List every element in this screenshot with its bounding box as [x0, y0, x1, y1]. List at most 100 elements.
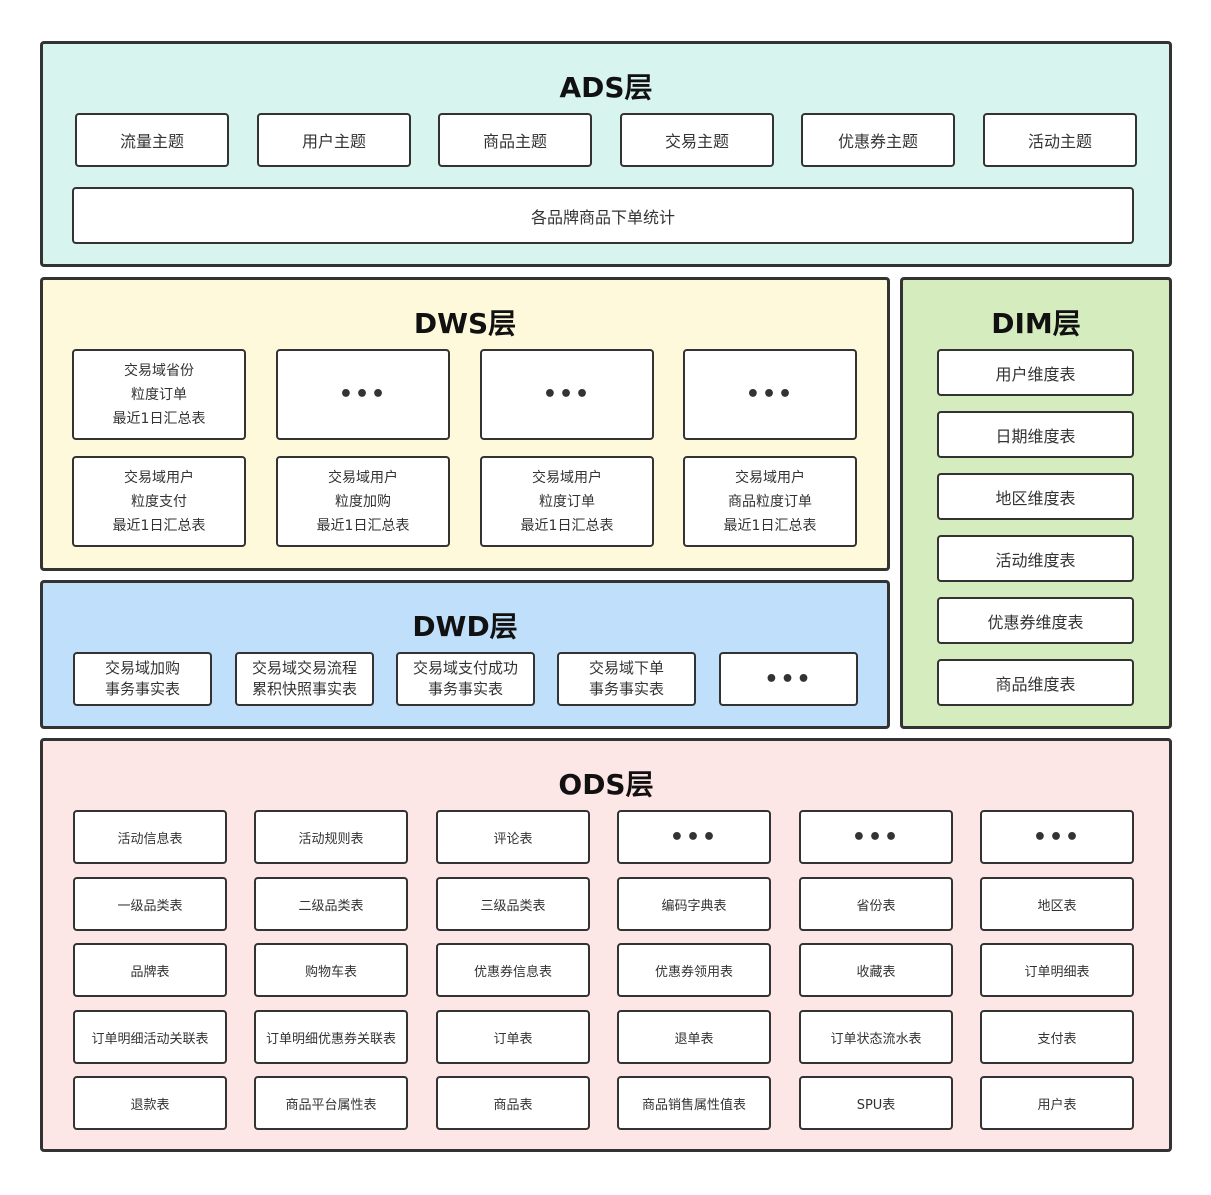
box-label: 交易域用户 — [328, 469, 398, 486]
dws-table-box: 交易域省份粒度订单最近1日汇总表 — [72, 349, 246, 440]
ods-table-box: 编码字典表 — [617, 877, 771, 931]
ods-table-box: 评论表 — [436, 810, 590, 864]
box-label: 地区表 — [1037, 898, 1077, 914]
box-label: 支付表 — [1037, 1031, 1077, 1047]
dws-table-box: ••• — [683, 349, 857, 440]
box-label: 编码字典表 — [661, 898, 727, 914]
dim-table-box: 优惠券维度表 — [937, 597, 1134, 644]
box-label: 用户维度表 — [995, 364, 1076, 384]
ods-table-box: 订单状态流水表 — [799, 1010, 953, 1064]
dwd-table-box: ••• — [719, 652, 858, 706]
box-label: 交易域加购 — [104, 659, 180, 677]
box-label: 交易域下单 — [588, 659, 664, 677]
dim-table-box: 活动维度表 — [937, 535, 1134, 582]
dwd-table-box: 交易域交易流程累积快照事实表 — [235, 652, 374, 706]
box-label: 交易域用户 — [735, 469, 805, 486]
box-label: 商品主题 — [482, 132, 547, 151]
box-label: 最近1日汇总表 — [112, 410, 206, 427]
ods-table-box: 商品销售属性值表 — [617, 1076, 771, 1130]
ellipsis-icon: ••• — [1032, 824, 1082, 850]
ods-table-box: ••• — [980, 810, 1134, 864]
box-label: 地区维度表 — [995, 488, 1076, 508]
ods-table-box: 活动信息表 — [73, 810, 227, 864]
box-label: 日期维度表 — [995, 426, 1076, 446]
ods-table-box: 支付表 — [980, 1010, 1134, 1064]
ads-topic-box: 用户主题 — [257, 113, 411, 167]
box-label: 交易域支付成功 — [412, 659, 518, 677]
ads-layer-title: ADS层 — [559, 71, 653, 104]
ods-table-box: 三级品类表 — [436, 877, 590, 931]
ods-table-box: 退单表 — [617, 1010, 771, 1064]
box-label: 事务事实表 — [104, 680, 180, 698]
box-label: 最近1日汇总表 — [316, 517, 410, 534]
ods-table-box: 品牌表 — [73, 943, 227, 997]
box-label: 退单表 — [674, 1031, 714, 1047]
box-label: 事务事实表 — [427, 680, 503, 698]
ods-table-box: ••• — [799, 810, 953, 864]
ods-table-box: 一级品类表 — [73, 877, 227, 931]
box-label: 活动规则表 — [298, 831, 364, 847]
box-label: 优惠券主题 — [837, 132, 918, 151]
box-label: 最近1日汇总表 — [112, 517, 206, 534]
box-label: 交易域交易流程 — [251, 659, 357, 677]
box-label: 三级品类表 — [480, 898, 546, 914]
ads-layer: ADS层 流量主题用户主题 商品主题 交易主题 优惠券主题 活动主题各品牌商品下单统计 — [40, 41, 1172, 267]
box-label: 优惠券信息表 — [473, 964, 552, 980]
box-label: 活动维度表 — [995, 550, 1076, 570]
ods-table-box: 用户表 — [980, 1076, 1134, 1130]
box-label: 一级品类表 — [117, 898, 183, 914]
dwd-layer: DWD层 交易域加购事务事实表交易域交易流程累积快照事实表交易域支付成功事务事实… — [40, 580, 890, 729]
ellipsis-icon: ••• — [669, 824, 719, 850]
box-label: 订单明细优惠券关联表 — [265, 1031, 396, 1047]
box-label: 商品表 — [493, 1097, 533, 1113]
dim-table-box: 商品维度表 — [937, 659, 1134, 706]
dwd-table-box: 交易域支付成功事务事实表 — [396, 652, 535, 706]
box-label: 商品平台属性表 — [285, 1097, 377, 1113]
ods-table-box: 活动规则表 — [254, 810, 408, 864]
box-label: 订单明细表 — [1024, 964, 1090, 980]
box-label: 优惠券领用表 — [654, 964, 733, 980]
box-label: 订单状态流水表 — [830, 1031, 922, 1047]
dws-table-box: ••• — [276, 349, 450, 440]
ods-table-box: 商品表 — [436, 1076, 590, 1130]
ellipsis-icon: ••• — [851, 824, 901, 850]
ads-topic-box: 流量主题 — [75, 113, 229, 167]
ods-table-box: 优惠券领用表 — [617, 943, 771, 997]
box-label: 收藏表 — [856, 964, 896, 980]
box-label: 优惠券维度表 — [987, 612, 1084, 632]
box-label: 交易域用户 — [124, 469, 194, 486]
box-label: 商品粒度订单 — [728, 493, 812, 510]
dws-table-box: 交易域用户粒度订单最近1日汇总表 — [480, 456, 654, 547]
box-label: 购物车表 — [304, 964, 357, 980]
dws-table-box: ••• — [480, 349, 654, 440]
ads-wide-box: 各品牌商品下单统计 — [72, 187, 1134, 244]
ods-table-box: 商品平台属性表 — [254, 1076, 408, 1130]
ods-table-box: 省份表 — [799, 877, 953, 931]
box-label: 退款表 — [130, 1097, 170, 1113]
dim-table-box: 用户维度表 — [937, 349, 1134, 396]
dwd-layer-title: DWD层 — [412, 610, 518, 643]
ods-table-box: 优惠券信息表 — [436, 943, 590, 997]
ods-table-box: 收藏表 — [799, 943, 953, 997]
ellipsis-icon: ••• — [745, 382, 795, 407]
box-label: 活动主题 — [1027, 132, 1092, 151]
box-label: 订单明细活动关联表 — [91, 1031, 209, 1047]
ods-table-box: 二级品类表 — [254, 877, 408, 931]
box-label: 累积快照事实表 — [251, 680, 357, 698]
ads-topic-box: 商品主题 — [438, 113, 592, 167]
ods-table-box: 订单明细表 — [980, 943, 1134, 997]
ods-layer: ODS层 活动信息表 活动规则表 评论表 ••• ••• ••• 一级品类表 二级品类表 三级品… — [40, 738, 1172, 1152]
ellipsis-icon: ••• — [542, 382, 592, 407]
box-label: 省份表 — [856, 898, 896, 914]
box-label: 评论表 — [493, 831, 533, 847]
box-label: 粒度订单 — [131, 386, 187, 403]
dws-table-box: 交易域用户粒度支付最近1日汇总表 — [72, 456, 246, 547]
dim-table-box: 日期维度表 — [937, 411, 1134, 458]
box-label: 交易域省份 — [124, 362, 194, 379]
dws-table-box: 交易域用户粒度加购最近1日汇总表 — [276, 456, 450, 547]
ads-topic-box: 活动主题 — [983, 113, 1137, 167]
box-label: 二级品类表 — [298, 898, 364, 914]
box-label: 粒度加购 — [335, 493, 391, 510]
ods-layer-title: ODS层 — [558, 768, 654, 801]
ads-topic-box: 交易主题 — [620, 113, 774, 167]
